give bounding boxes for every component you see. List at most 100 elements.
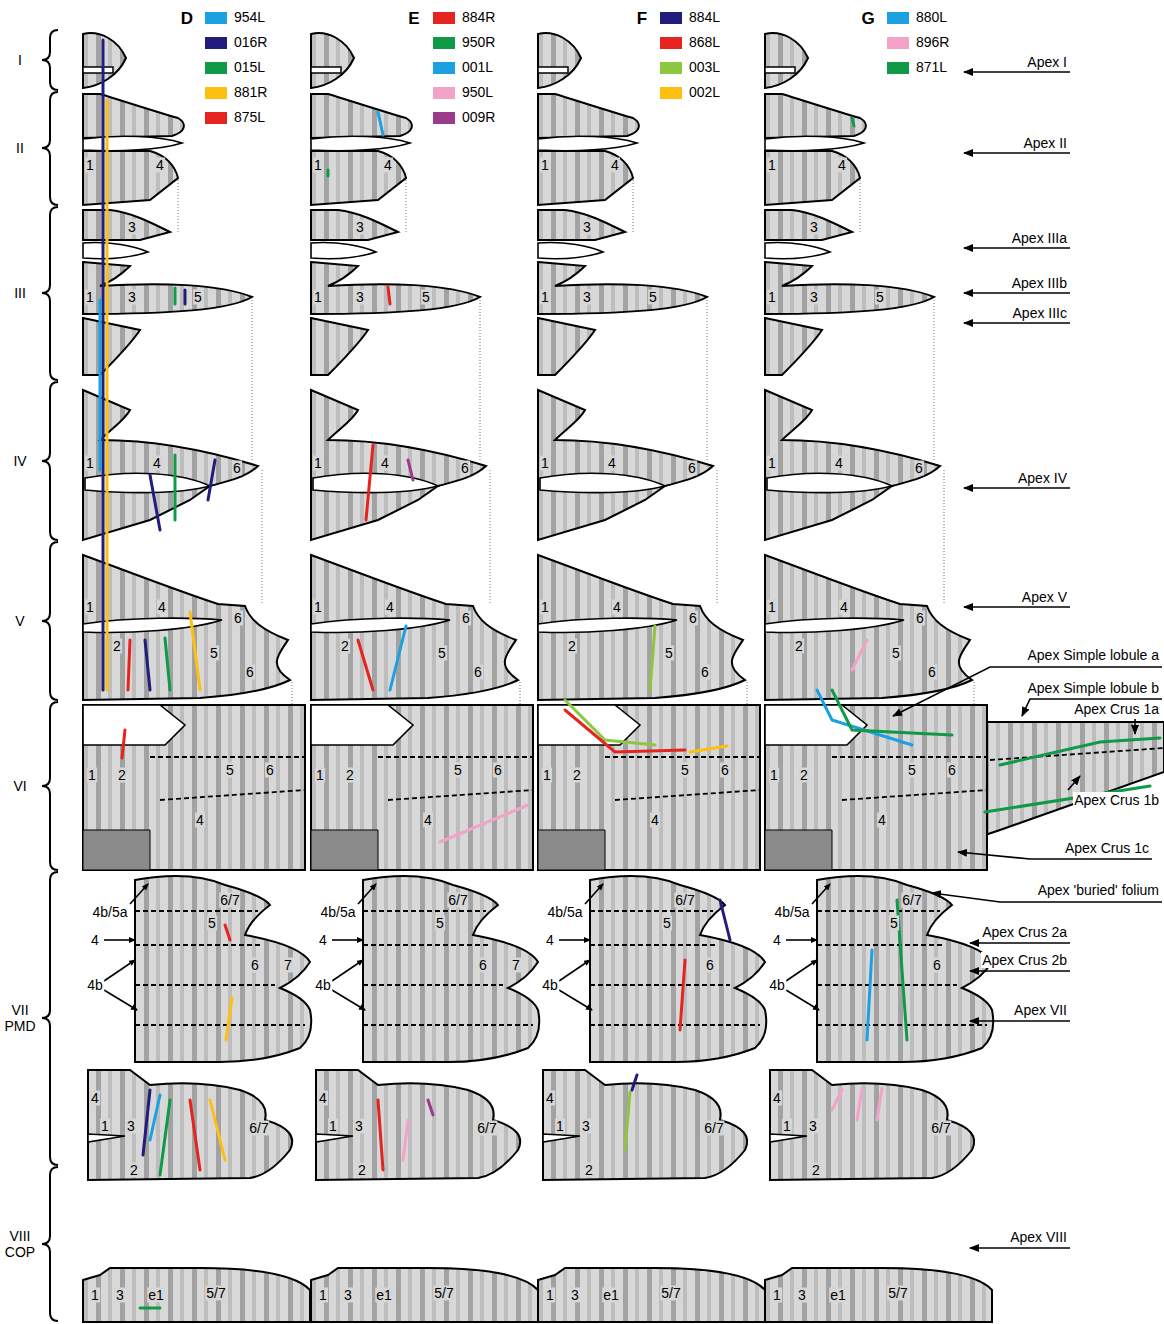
legend-text: 001L — [462, 59, 493, 75]
map-shape — [632, 1075, 637, 1090]
map-shape — [150, 1095, 160, 1140]
legend-text: 950R — [462, 34, 495, 50]
zone-number: 4b — [314, 978, 332, 993]
zone-number: 6 — [250, 958, 260, 973]
map-shape — [378, 112, 383, 135]
zone-number: 5 — [437, 646, 447, 661]
zone-number: 1 — [85, 290, 95, 305]
zone-number: 4 — [837, 158, 847, 173]
map-shape — [311, 33, 539, 1322]
zone-number: 6 — [705, 958, 715, 973]
zone-number: 3 — [809, 290, 819, 305]
legend-text: 868L — [689, 34, 720, 50]
map-shape — [378, 1100, 383, 1170]
zone-number: 4b/5a — [773, 905, 810, 920]
zone-number: 6 — [915, 611, 925, 626]
map-shape — [42, 30, 58, 90]
apex-label: Apex Crus 1c — [1064, 840, 1150, 856]
zone-number: 4b/5a — [546, 905, 583, 920]
zone-number: 7 — [511, 958, 521, 973]
zone-number: 1 — [782, 1119, 792, 1134]
zone-number: 4 — [157, 600, 167, 615]
apex-label: Apex IIIa — [1011, 230, 1068, 246]
zone-number: 5/7 — [887, 1286, 908, 1301]
legend-text: 884L — [689, 9, 720, 25]
legend-text: 950L — [462, 84, 493, 100]
zone-number: 1 — [313, 158, 323, 173]
map-shape — [184, 290, 187, 304]
traces-g-crus — [985, 738, 1160, 812]
map-shape — [99, 300, 102, 470]
zone-number: 5 — [891, 646, 901, 661]
zone-number: 5/7 — [205, 1286, 226, 1301]
zone-number: 3 — [808, 1119, 818, 1134]
map-shape — [174, 455, 177, 520]
legend-swatch — [887, 37, 909, 49]
map-shape — [970, 942, 1070, 944]
zone-number: 6/7 — [219, 893, 240, 908]
map-shape — [970, 1247, 1070, 1249]
map-shape — [690, 746, 727, 752]
apex-label: Apex II — [1022, 135, 1068, 151]
apex-label: Apex Crus 1b — [1073, 792, 1160, 808]
legend-swatch — [433, 112, 455, 124]
zone-number: 6 — [700, 665, 710, 680]
legend-text: 003L — [689, 59, 720, 75]
zone-number: 4 — [318, 933, 328, 948]
map-shape — [122, 730, 125, 758]
zone-number: 2 — [357, 1163, 367, 1178]
map-shape — [1068, 776, 1080, 790]
zone-number: 1 — [540, 158, 550, 173]
zone-number: 1 — [540, 290, 550, 305]
zone-number: 4 — [610, 158, 620, 173]
zone-number: 5 — [664, 646, 674, 661]
map-shape — [106, 100, 109, 690]
zone-number: 4 — [423, 813, 433, 828]
zone-number: 1 — [767, 158, 777, 173]
apex-arrows — [893, 72, 1162, 1248]
lobule-label: VIII COP — [1, 1228, 39, 1260]
apex-label: Apex VII — [1013, 1002, 1068, 1018]
zone-number: 4 — [385, 600, 395, 615]
zone-number: 1 — [545, 1288, 555, 1303]
legend-text: 881R — [234, 84, 267, 100]
zone-number: 2 — [112, 639, 122, 654]
map-shape — [1000, 738, 1160, 765]
map-shape — [990, 748, 1164, 760]
map-shape — [765, 33, 993, 1322]
map-shape — [964, 322, 1070, 324]
zone-number: 1 — [100, 1119, 110, 1134]
zone-number: 4 — [383, 158, 393, 173]
map-shape — [852, 118, 854, 126]
map-shape — [208, 460, 215, 500]
map-shape — [128, 640, 130, 690]
zone-number: 1 — [328, 1119, 338, 1134]
zone-number: 5 — [421, 290, 431, 305]
apex-label: Apex Crus 1a — [1073, 701, 1160, 717]
map-shape — [210, 1100, 225, 1160]
zone-number: 3 — [809, 220, 819, 235]
zone-number: 1 — [767, 600, 777, 615]
map-shape — [970, 1020, 1070, 1022]
map-shape — [225, 925, 230, 940]
map-shape — [226, 998, 232, 1040]
legend-swatch — [660, 62, 682, 74]
zone-number: 6 — [460, 461, 470, 476]
zone-number: 6 — [493, 763, 503, 778]
map-shape — [190, 612, 200, 690]
zone-number: 1 — [87, 768, 97, 783]
zone-number: 2 — [584, 1163, 594, 1178]
lobule-label: V — [1, 613, 39, 629]
legend-text: 880L — [916, 9, 947, 25]
legend-swatch — [887, 62, 909, 74]
zone-number: 6 — [688, 611, 698, 626]
zone-number: 6 — [914, 461, 924, 476]
map-shape — [964, 292, 1070, 294]
zone-number: 4 — [877, 813, 887, 828]
zone-number: 4 — [90, 1091, 100, 1106]
map-shape — [42, 702, 58, 870]
zone-number: 4 — [152, 456, 162, 471]
zone-number: 2 — [340, 639, 350, 654]
zone-number: 3 — [343, 1288, 353, 1303]
